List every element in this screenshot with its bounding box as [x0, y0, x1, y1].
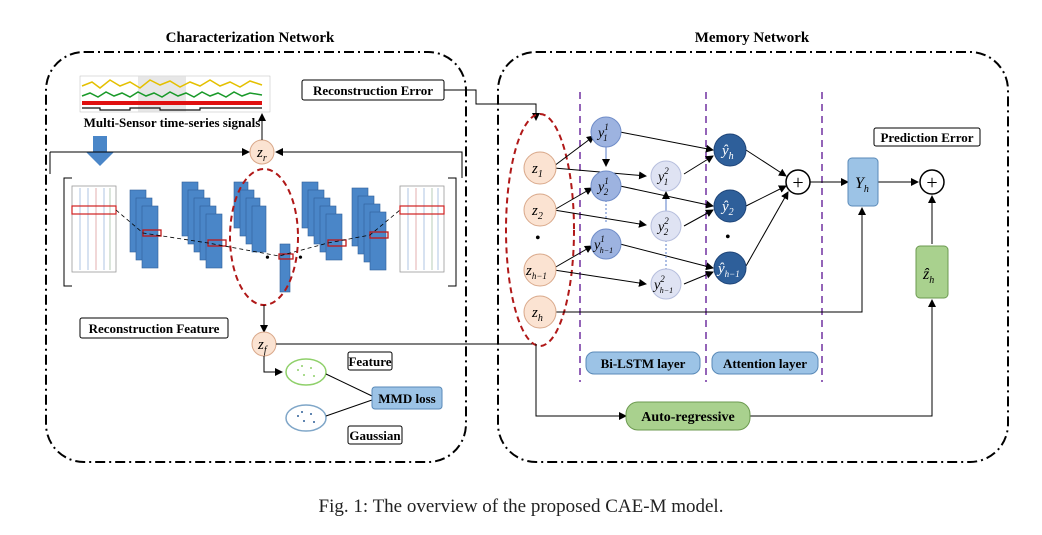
svg-text:z1: z1	[531, 161, 543, 180]
encoder-stack-3	[233, 181, 267, 253]
svg-text:ŷh: ŷh	[720, 143, 734, 162]
yh-box	[847, 157, 879, 207]
attention-layer-label: Attention layer	[723, 356, 807, 371]
reconstruction-feature-box	[79, 317, 229, 339]
zh-hat-box	[915, 245, 949, 299]
svg-text:+: +	[792, 172, 803, 194]
svg-text:y21: y21	[656, 166, 669, 187]
bilstm-layer-box	[585, 351, 701, 375]
characterization-panel	[45, 51, 467, 463]
auto-regressive-box	[625, 401, 751, 431]
output-signal-image	[399, 185, 445, 273]
feature-label: Feature	[348, 354, 391, 369]
zr-symbol: zr	[256, 145, 267, 164]
svg-text:z2: z2	[531, 203, 543, 222]
mmd-loss-label: MMD loss	[378, 391, 435, 406]
memory-title: Memory Network	[695, 30, 810, 46]
gaussian-label: Gaussian	[349, 428, 401, 443]
zf-symbol: zf	[257, 337, 268, 356]
attention-node-2: ŷ2	[713, 189, 747, 223]
attention-node-h-1: ŷh−1	[713, 251, 747, 285]
attention-node-h: ŷh	[713, 133, 747, 167]
mmd-loss-box	[371, 386, 443, 410]
bilstm-layer-label: Bi-LSTM layer	[601, 356, 686, 371]
svg-text:zh−1: zh−1	[525, 263, 547, 281]
error-to-memory-line	[444, 89, 540, 121]
z-node-2: z2	[523, 193, 557, 227]
multi-sensor-signal-image	[79, 75, 271, 113]
error-sum-node: +	[919, 169, 945, 195]
decoder-stack-2	[351, 187, 387, 271]
cae-m-diagram: Characterization Network Memory Network …	[45, 30, 1009, 463]
figure-caption: Fig. 1: The overview of the proposed CAE…	[318, 496, 724, 517]
reconstruction-feature-label: Reconstruction Feature	[89, 321, 220, 336]
bottleneck	[278, 243, 294, 293]
z-sequence-highlight	[505, 113, 575, 347]
memory-panel	[497, 51, 1009, 463]
svg-text:y22: y22	[656, 216, 669, 237]
bottleneck-dot-1: •	[265, 251, 270, 266]
encoder-stack-2	[181, 181, 223, 269]
input-signal-image	[71, 185, 117, 273]
svg-text:ŷ2: ŷ2	[720, 199, 734, 218]
encoder-stack-1	[129, 189, 159, 269]
svg-text:+: +	[926, 172, 937, 194]
prediction-error-label: Prediction Error	[880, 130, 973, 145]
bottleneck-dot-2: •	[298, 251, 303, 266]
svg-text:y2h−1: y2h−1	[652, 274, 673, 295]
auto-regressive-label: Auto-regressive	[641, 410, 735, 425]
prediction-error-box	[873, 127, 981, 147]
z-node-h-1: zh−1	[523, 253, 557, 287]
gaussian-distribution-icon	[285, 404, 327, 432]
feature-distribution-icon	[285, 358, 327, 386]
characterization-title: Characterization Network	[166, 30, 335, 46]
svg-text:y12: y12	[596, 176, 609, 197]
multi-sensor-label: Multi-Sensor time-series signals	[84, 115, 261, 130]
attention-ellipsis: •	[725, 229, 731, 246]
reconstruction-error-label: Reconstruction Error	[313, 83, 433, 98]
sum-node: +	[785, 169, 811, 195]
yh-symbol: Yh	[855, 175, 869, 195]
svg-text:y1h−1: y1h−1	[592, 234, 613, 255]
zr-output-line	[275, 148, 463, 178]
z-node-1: z1	[523, 151, 557, 185]
attention-layer-box	[711, 351, 819, 375]
svg-text:y11: y11	[596, 122, 608, 143]
svg-text:zh: zh	[531, 305, 543, 324]
svg-text:ŷh−1: ŷh−1	[716, 261, 740, 279]
z-ellipsis: •	[535, 230, 541, 247]
input-arrow	[86, 136, 114, 166]
zh-hat-symbol: ẑh	[922, 266, 934, 286]
z-node-h: zh	[523, 295, 557, 329]
